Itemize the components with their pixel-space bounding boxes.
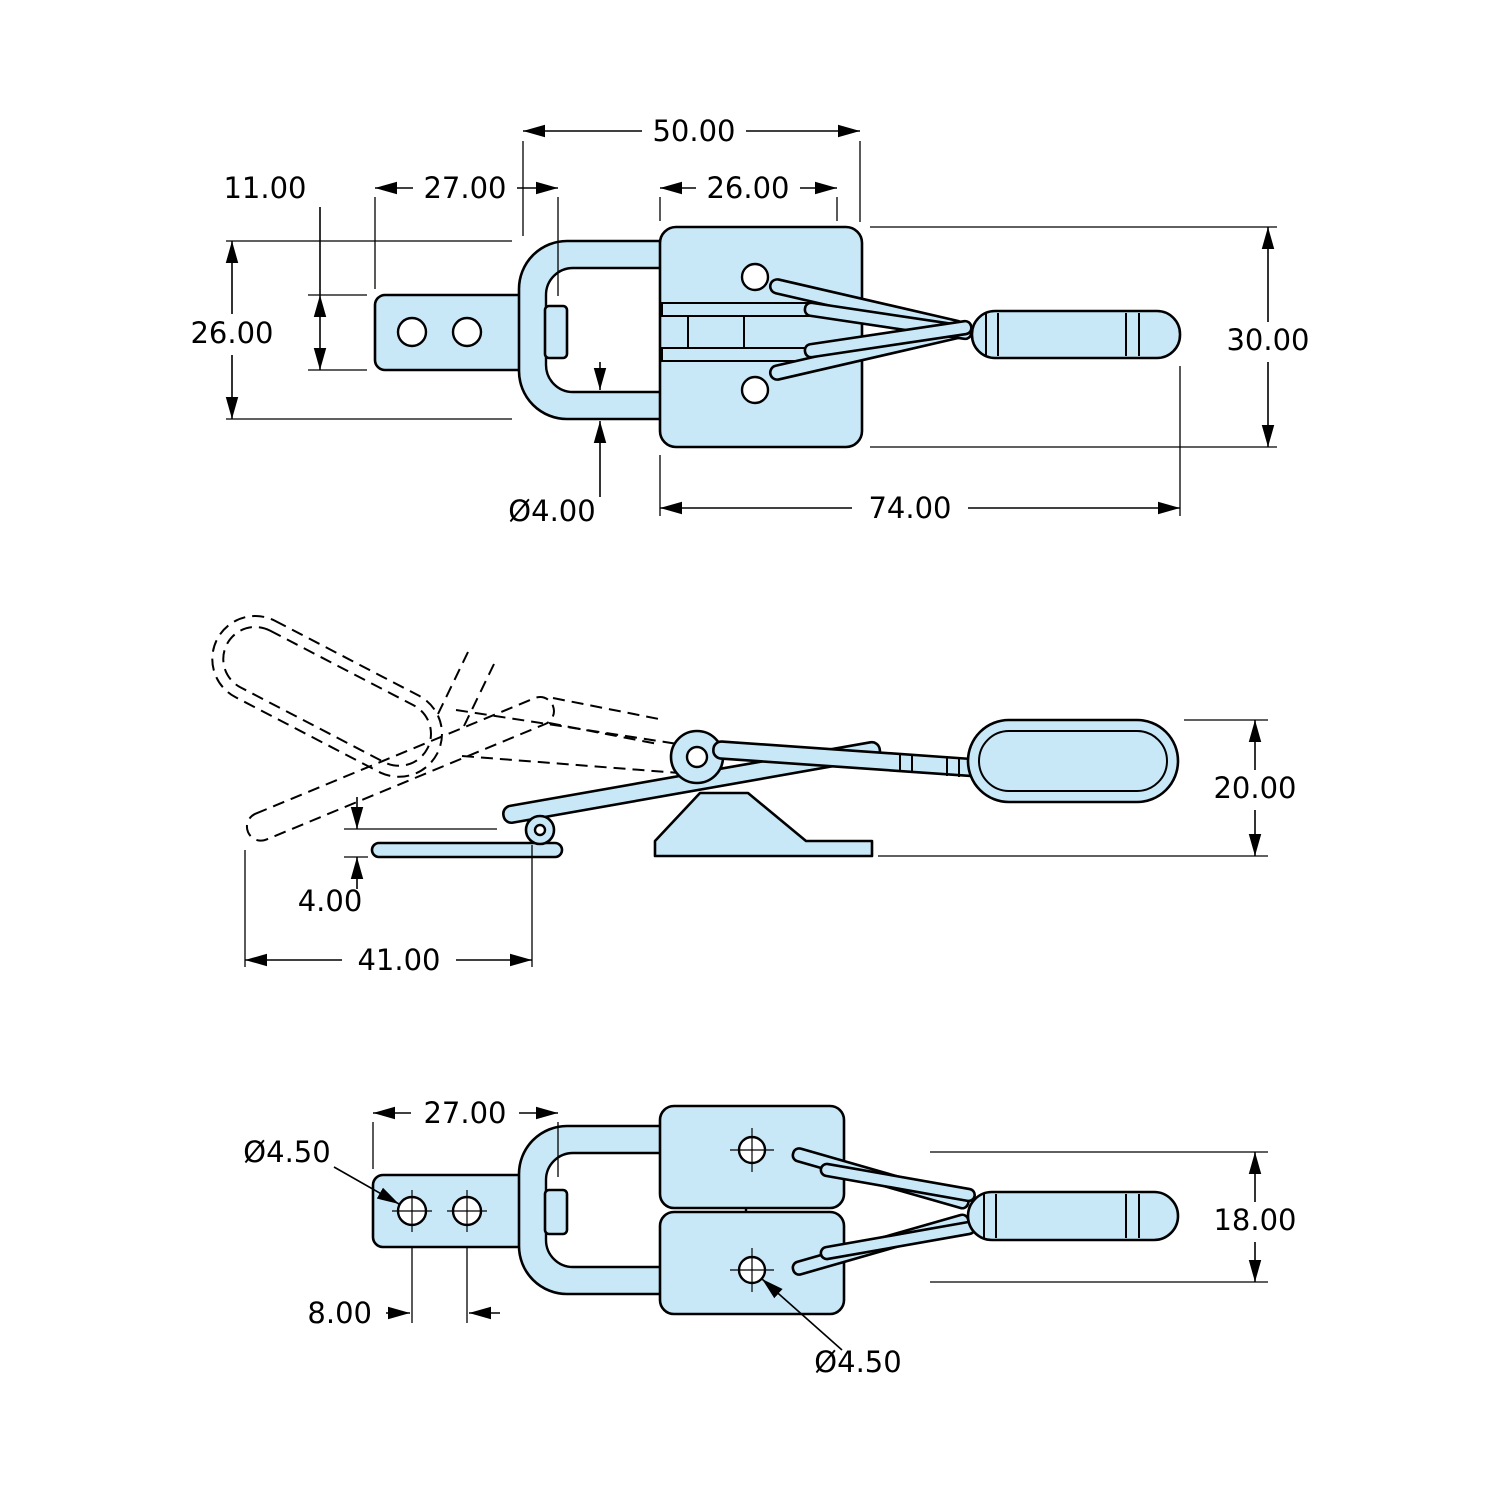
body-hole-top bbox=[740, 262, 770, 292]
dim-label-41: 41.00 bbox=[357, 943, 440, 977]
dim-label-26-top: 26.00 bbox=[706, 171, 789, 205]
bracket-tab-bottom bbox=[543, 1188, 569, 1236]
open-bail-line bbox=[548, 722, 659, 745]
handle-bottom bbox=[966, 1190, 1180, 1242]
dim-body-width-26: 26.00 bbox=[659, 171, 838, 221]
latch-body bbox=[658, 225, 864, 449]
dim-label-20: 20.00 bbox=[1213, 771, 1296, 805]
open-grip-line bbox=[437, 651, 469, 715]
handle-side bbox=[966, 718, 1180, 804]
handle-side-inner bbox=[978, 730, 1168, 792]
dim-body-height-30: 30.00 bbox=[870, 226, 1310, 448]
top-view-dimensions: 50.00 27.00 26.00 11.00 bbox=[190, 114, 1309, 528]
dim-label-4: 4.00 bbox=[298, 884, 363, 918]
side-view: 20.00 4.00 41.00 bbox=[211, 614, 1297, 977]
dim-label-8: 8.00 bbox=[307, 1296, 372, 1330]
dim-label-dia45-body: Ø4.50 bbox=[814, 1345, 901, 1379]
side-view-part bbox=[370, 718, 1180, 859]
dim-label-27-bottom: 27.00 bbox=[423, 1096, 506, 1130]
handle bbox=[970, 309, 1182, 360]
open-bail-outline bbox=[245, 696, 555, 842]
dim-label-26-left: 26.00 bbox=[190, 316, 273, 350]
dim-label-30: 30.00 bbox=[1226, 323, 1309, 357]
dim-plate-width-27-bottom: 27.00 bbox=[372, 1096, 559, 1177]
dim-body-hole-diameter: Ø4.50 bbox=[761, 1278, 902, 1379]
bottom-view-dimensions: 27.00 Ø4.50 8.00 18.00 bbox=[243, 1096, 1296, 1379]
dim-hook-gap-4: 4.00 bbox=[298, 797, 497, 918]
bracket-tab bbox=[543, 304, 569, 360]
dim-label-11: 11.00 bbox=[223, 171, 306, 205]
dim-label-74: 74.00 bbox=[868, 491, 951, 525]
plate-hole-right bbox=[451, 316, 483, 348]
open-bail-line bbox=[552, 697, 665, 721]
side-view-dimensions: 20.00 4.00 41.00 bbox=[244, 719, 1297, 977]
dim-hole-spacing-8: 8.00 bbox=[307, 1246, 500, 1330]
dim-wire-diameter-4: Ø4.00 bbox=[508, 362, 607, 528]
dim-label-dia4: Ø4.00 bbox=[508, 494, 595, 528]
side-view-open-position bbox=[211, 614, 693, 842]
dim-plate-width-27: 27.00 bbox=[374, 171, 559, 296]
bottom-view-part bbox=[371, 1104, 1180, 1316]
dim-label-50: 50.00 bbox=[652, 114, 735, 148]
dim-label-18: 18.00 bbox=[1213, 1203, 1296, 1237]
top-view-part bbox=[373, 225, 1182, 449]
dim-overall-width-50: 50.00 bbox=[522, 114, 861, 236]
body-hole-bottom bbox=[740, 375, 770, 405]
open-lever-line bbox=[455, 709, 679, 745]
dim-height-18: 18.00 bbox=[930, 1151, 1297, 1283]
plate-hole-left bbox=[396, 316, 428, 348]
open-handle-outline bbox=[211, 614, 443, 778]
open-grip-line bbox=[463, 663, 495, 727]
lever-wire-bottom-inner bbox=[803, 319, 973, 359]
lever-wire-top-inner-bottomview bbox=[819, 1162, 976, 1203]
dim-plate-hole-diameter: Ø4.50 bbox=[243, 1135, 400, 1205]
open-lever-line bbox=[461, 755, 693, 775]
bottom-view: 27.00 Ø4.50 8.00 18.00 bbox=[243, 1096, 1296, 1379]
strike-plate-side bbox=[370, 841, 564, 859]
dim-plate-height-11: 11.00 bbox=[223, 171, 367, 371]
dim-bail-height-26: 26.00 bbox=[190, 240, 512, 420]
dim-open-reach-41: 41.00 bbox=[244, 845, 533, 977]
dim-length-74: 74.00 bbox=[659, 366, 1181, 525]
hook-loop-hole bbox=[533, 823, 547, 837]
body-base-side bbox=[653, 791, 874, 858]
dim-height-20: 20.00 bbox=[878, 719, 1297, 857]
dim-label-dia45-plate: Ø4.50 bbox=[243, 1135, 330, 1169]
dim-label-27: 27.00 bbox=[423, 171, 506, 205]
body-catch bbox=[687, 315, 745, 349]
pivot-hole bbox=[685, 745, 709, 769]
top-view: 50.00 27.00 26.00 11.00 bbox=[190, 114, 1309, 528]
